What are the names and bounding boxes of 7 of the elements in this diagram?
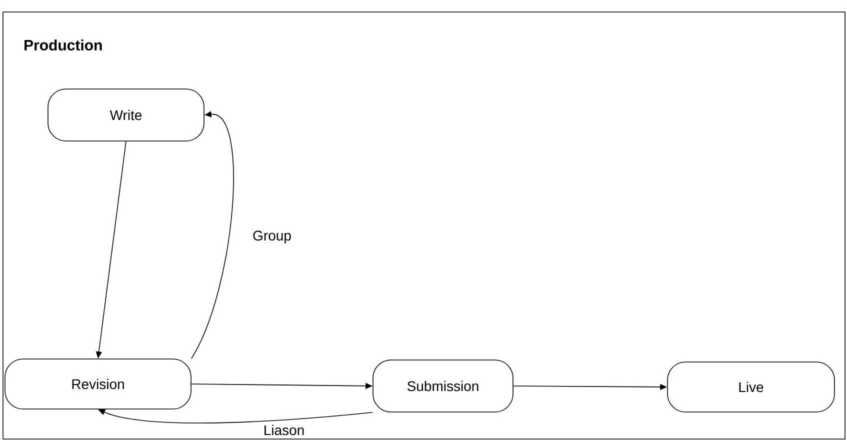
process-box: Write xyxy=(48,88,204,142)
edge-label: Group xyxy=(252,230,292,244)
edge-label: Liason xyxy=(262,424,306,436)
process-box: Live xyxy=(667,362,835,412)
process-box: Submission xyxy=(372,360,514,412)
process-box: Revision xyxy=(4,358,192,410)
arrow xyxy=(191,111,234,359)
